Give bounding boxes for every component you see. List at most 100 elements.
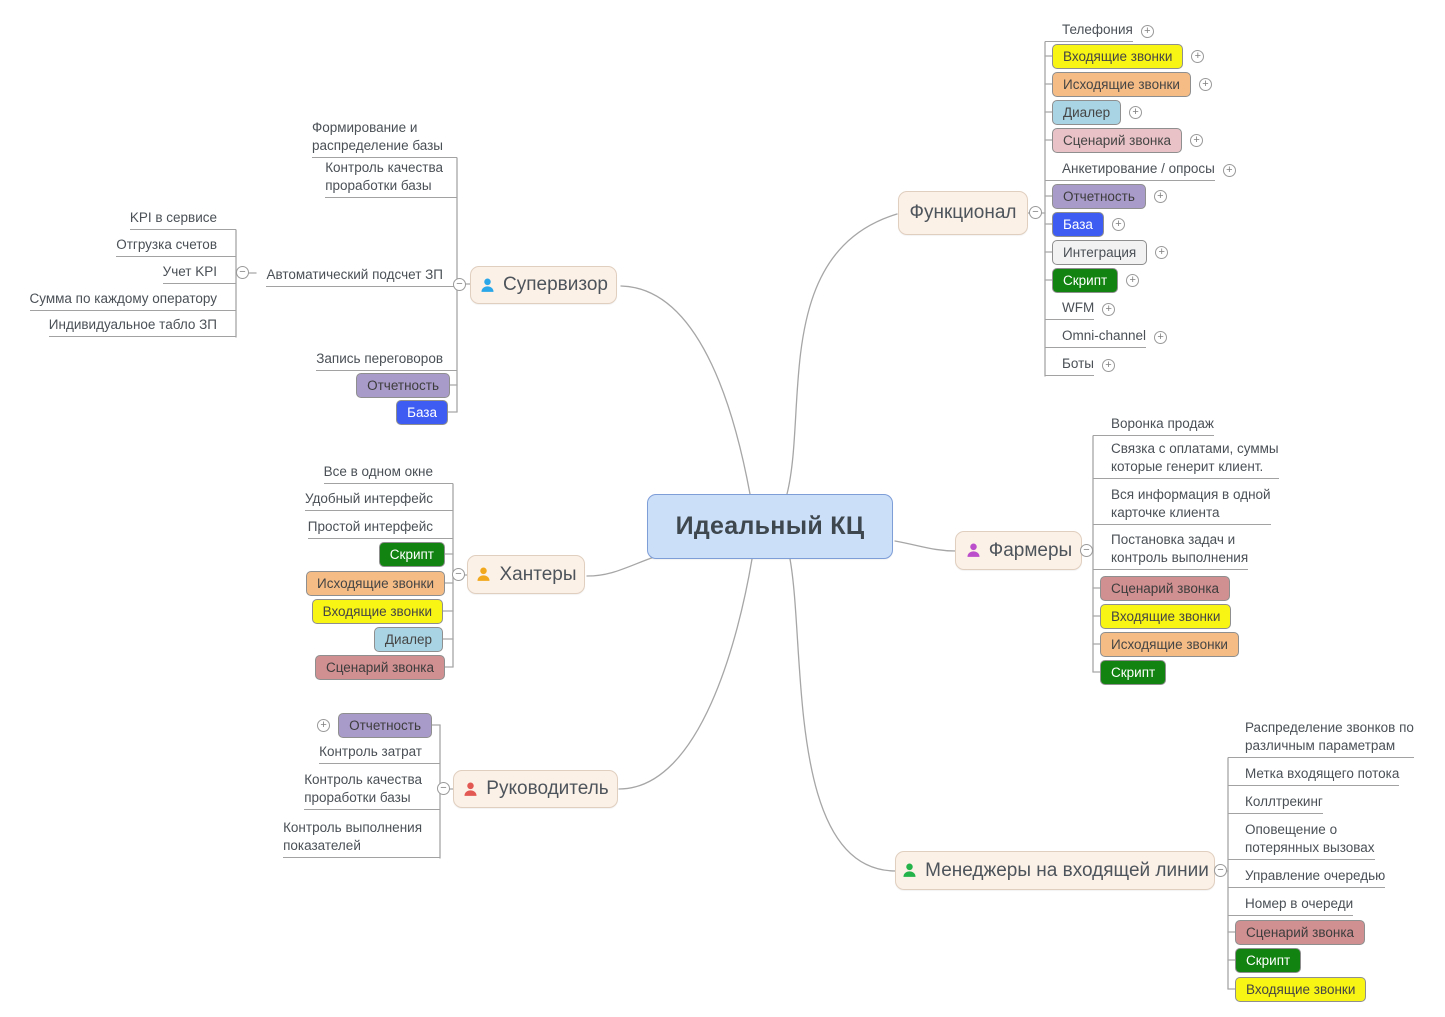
subtopic-label: Отгрузка счетов bbox=[116, 236, 236, 257]
subtopic-label: Распределение звонков по различным парам… bbox=[1228, 719, 1414, 758]
subtopic[interactable]: Боты bbox=[1045, 355, 1115, 376]
subtopic[interactable]: Исходящие звонки bbox=[1052, 72, 1212, 97]
subtopic[interactable]: База bbox=[396, 400, 448, 425]
expand-icon[interactable] bbox=[1140, 25, 1154, 38]
subtopic[interactable]: Распределение звонков по различным парам… bbox=[1228, 719, 1414, 758]
expand-icon[interactable] bbox=[1222, 164, 1236, 177]
subtopic[interactable]: KPI в сервисе bbox=[129, 209, 236, 230]
subtopic[interactable]: Сумма по каждому оператору bbox=[29, 290, 236, 311]
subtopic-label: Коллтрекинг bbox=[1228, 793, 1323, 814]
subtopic[interactable]: Формирование и распределение базы bbox=[311, 119, 457, 158]
expand-icon[interactable] bbox=[1101, 359, 1115, 372]
collapse-icon[interactable] bbox=[437, 782, 450, 795]
subtopic[interactable]: Входящие звонки bbox=[1100, 604, 1232, 629]
subtopic-label: Сценарий звонка bbox=[1100, 576, 1231, 601]
expand-icon[interactable] bbox=[1102, 303, 1116, 316]
collapse-icon[interactable] bbox=[453, 278, 466, 291]
person-icon bbox=[475, 566, 492, 583]
subtopic[interactable]: Omni-channel bbox=[1045, 327, 1168, 348]
branch-label: Менеджеры на входящей линии bbox=[925, 859, 1209, 881]
collapse-icon[interactable] bbox=[236, 266, 249, 279]
subtopic[interactable]: Учет KPI bbox=[162, 263, 236, 284]
subtopic[interactable]: Отчетность bbox=[1052, 184, 1167, 209]
expand-icon[interactable] bbox=[1126, 274, 1140, 287]
expand-icon[interactable] bbox=[1154, 331, 1168, 344]
subtopic[interactable]: Скрипт bbox=[1100, 660, 1167, 685]
subtopic-label: Связка с оплатами, суммы которые генерит… bbox=[1093, 440, 1279, 479]
subtopic[interactable]: Диалер bbox=[1052, 100, 1143, 125]
subtopic[interactable]: Скрипт bbox=[378, 542, 445, 567]
branch-node-functional[interactable]: Функционал bbox=[898, 191, 1028, 235]
subtopic[interactable]: Отгрузка счетов bbox=[116, 236, 236, 257]
subtopic[interactable]: Контроль качества проработки базы bbox=[304, 771, 440, 810]
subtopic[interactable]: Входящие звонки bbox=[311, 599, 443, 624]
subtopic[interactable]: Отчетность bbox=[317, 713, 432, 738]
subtopic[interactable]: Номер в очереди bbox=[1228, 895, 1354, 916]
expand-icon[interactable] bbox=[1198, 78, 1212, 91]
subtopic[interactable]: Исходящие звонки bbox=[306, 571, 445, 596]
collapse-icon[interactable] bbox=[452, 568, 465, 581]
expand-icon[interactable] bbox=[1155, 246, 1169, 259]
subtopic-label: Исходящие звонки bbox=[1052, 72, 1191, 97]
subtopic[interactable]: Диалер bbox=[373, 627, 443, 652]
subtopic[interactable]: Метка входящего потока bbox=[1228, 765, 1400, 786]
subtopic[interactable]: Контроль качества проработки базы bbox=[325, 159, 457, 198]
expand-icon[interactable] bbox=[1129, 106, 1143, 119]
expand-icon[interactable] bbox=[1153, 190, 1167, 203]
subtopic[interactable]: Сценарий звонка bbox=[1052, 128, 1204, 153]
subtopic-label: Сценарий звонка bbox=[1235, 920, 1366, 945]
subtopic[interactable]: База bbox=[1052, 212, 1125, 237]
collapse-icon[interactable] bbox=[1080, 544, 1093, 557]
subtopic[interactable]: Контроль выполнения показателей bbox=[283, 819, 440, 858]
branch-node-inbound-managers[interactable]: Менеджеры на входящей линии bbox=[895, 851, 1215, 890]
expand-icon[interactable] bbox=[1111, 218, 1125, 231]
subtopic[interactable]: Сценарий звонка bbox=[314, 655, 445, 680]
subtopic-label: Контроль затрат bbox=[319, 743, 440, 764]
subtopic-label: Исходящие звонки bbox=[306, 571, 445, 596]
expand-icon[interactable] bbox=[1191, 50, 1205, 63]
collapse-icon[interactable] bbox=[1029, 206, 1042, 219]
subtopic-label: База bbox=[1052, 212, 1104, 237]
subtopic[interactable]: Удобный интерфейс bbox=[304, 490, 453, 511]
subtopic[interactable]: Сценарий звонка bbox=[1100, 576, 1231, 601]
subtopic[interactable]: Воронка продаж bbox=[1093, 415, 1214, 436]
subtopic[interactable]: Все в одном окне bbox=[323, 463, 453, 484]
subtopic[interactable]: Коллтрекинг bbox=[1228, 793, 1323, 814]
expand-icon[interactable] bbox=[317, 719, 331, 732]
subtopic[interactable]: Контроль затрат bbox=[319, 743, 440, 764]
subtopic[interactable]: Анкетирование / опросы bbox=[1045, 160, 1236, 181]
subtopic[interactable]: WFM bbox=[1045, 299, 1116, 320]
branch-node-chief[interactable]: Руководитель bbox=[453, 770, 618, 808]
central-topic[interactable]: Идеальный КЦ bbox=[647, 494, 893, 559]
subtopic[interactable]: Сценарий звонка bbox=[1235, 920, 1366, 945]
subtopic-label: KPI в сервисе bbox=[129, 209, 236, 230]
subtopic[interactable]: Простой интерфейс bbox=[307, 518, 453, 539]
subtopic[interactable]: Запись переговоров bbox=[316, 350, 457, 371]
subtopic[interactable]: Управление очередью bbox=[1228, 867, 1386, 888]
subtopic[interactable]: Индивидуальное табло ЗП bbox=[48, 316, 236, 337]
subtopic[interactable]: Скрипт bbox=[1235, 948, 1302, 973]
subtopic[interactable]: Телефония bbox=[1045, 21, 1154, 42]
subtopic[interactable]: Входящие звонки bbox=[1052, 44, 1205, 69]
subtopic[interactable]: Интеграция bbox=[1052, 240, 1169, 265]
subtopic[interactable]: Постановка задач и контроль выполнения bbox=[1093, 531, 1249, 570]
subtopic[interactable]: Входящие звонки bbox=[1235, 977, 1367, 1002]
subtopic[interactable]: Скрипт bbox=[1052, 268, 1140, 293]
subtopic[interactable]: Оповещение о потерянных вызовах bbox=[1228, 821, 1375, 860]
branch-node-supervisor[interactable]: Супервизор bbox=[470, 266, 617, 304]
subtopic-label: Скрипт bbox=[1100, 660, 1167, 685]
subtopic-label: Скрипт bbox=[378, 542, 445, 567]
subtopic[interactable]: Исходящие звонки bbox=[1100, 632, 1239, 657]
expand-icon[interactable] bbox=[1190, 134, 1204, 147]
collapse-icon[interactable] bbox=[1214, 864, 1227, 877]
subtopic-label: Входящие звонки bbox=[1100, 604, 1232, 629]
branch-node-hunters[interactable]: Хантеры bbox=[467, 555, 585, 594]
subtopic[interactable]: Связка с оплатами, суммы которые генерит… bbox=[1093, 440, 1279, 479]
subtopic[interactable]: Автоматический подсчет ЗП bbox=[266, 266, 457, 287]
branch-label: Фармеры bbox=[988, 539, 1073, 561]
subtopic[interactable]: Вся информация в одной карточке клиента bbox=[1093, 486, 1271, 525]
subtopic[interactable]: Отчетность bbox=[356, 373, 450, 398]
subtopic-label: Контроль качества проработки базы bbox=[304, 771, 440, 810]
branch-node-farmers[interactable]: Фармеры bbox=[955, 531, 1082, 570]
